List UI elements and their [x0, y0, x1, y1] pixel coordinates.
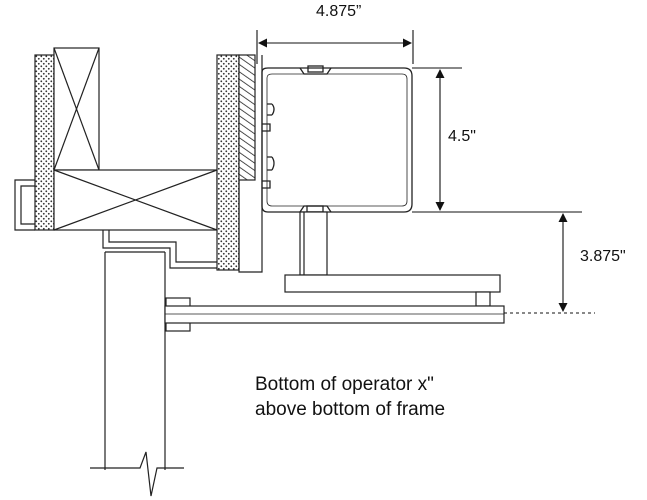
left-wall-assembly: [14, 47, 263, 273]
header-height-label: 4.5": [448, 128, 476, 145]
right-drywall: [216, 54, 240, 271]
operator-bracket: [164, 211, 505, 332]
operator-plate: [284, 274, 501, 293]
left-drywall: [34, 54, 55, 231]
soffit-trim: [102, 230, 217, 269]
operator-arm: [164, 305, 505, 324]
operator-note: Bottom of operator x" above bottom of fr…: [255, 372, 445, 422]
dimension-lines: [256, 30, 595, 314]
operator-offset-label: 3.875": [580, 248, 626, 265]
header-width-label: 4.875”: [316, 3, 362, 20]
door-leaf: [90, 251, 184, 497]
header-tube: [261, 65, 413, 213]
operator-note-line-1: Bottom of operator x": [255, 374, 434, 395]
operator-note-line-2: above bottom of frame: [255, 399, 446, 420]
left-trim: [14, 179, 35, 231]
break-line: [90, 451, 184, 497]
jamb-strip: [238, 54, 256, 181]
